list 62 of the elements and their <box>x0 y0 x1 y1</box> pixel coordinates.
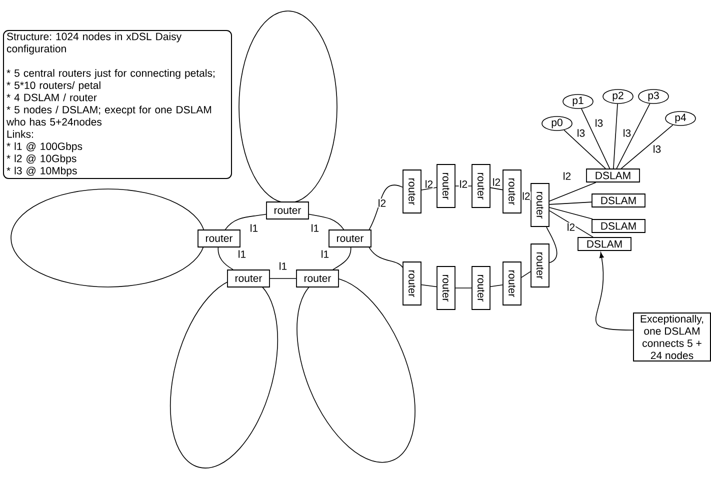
router-box: router <box>436 266 456 310</box>
edge-label: l2 <box>492 178 502 186</box>
edge-label: l2 <box>522 192 531 200</box>
link-line <box>549 207 593 220</box>
edge-label: l2 <box>562 172 572 180</box>
link-line <box>490 187 503 190</box>
router-box: router <box>530 183 550 227</box>
dslam-box: DSLAM <box>592 194 646 208</box>
link-line <box>421 284 437 288</box>
petal-ellipse <box>10 188 206 288</box>
link-line <box>549 202 592 205</box>
link-line <box>616 103 650 169</box>
petal-ellipse <box>238 10 338 204</box>
link-line <box>308 214 344 230</box>
router-box: router <box>402 262 422 306</box>
link-line <box>620 124 674 169</box>
edge-label: l1 <box>310 224 320 232</box>
edge-label: l3 <box>594 118 604 128</box>
link-line <box>332 247 352 270</box>
link-line <box>613 104 618 169</box>
router-box: router <box>472 266 490 310</box>
router-box: router <box>472 164 490 208</box>
link-line <box>368 184 403 230</box>
link-line <box>224 214 266 230</box>
link-line <box>549 210 594 238</box>
edge-label: l3 <box>622 128 632 138</box>
router-box: router <box>328 230 372 248</box>
router-box: router <box>502 262 522 306</box>
link-line <box>521 271 531 278</box>
edge-label: l3 <box>576 128 586 138</box>
router-box: router <box>296 270 339 288</box>
link-line <box>218 247 234 270</box>
edge-label: l3 <box>652 144 662 154</box>
router-box: router <box>266 202 309 220</box>
link-line <box>490 284 503 288</box>
router-box: router <box>502 170 522 214</box>
link-line <box>549 182 596 202</box>
link-line <box>270 278 296 279</box>
callout-box: Exceptionally, one DSLAM connects 5 + 24 nodes <box>633 312 711 362</box>
router-box: router <box>402 170 422 214</box>
router-box: router <box>530 244 550 288</box>
edge-label: l2 <box>424 180 434 188</box>
edge-label: l2 <box>566 222 576 232</box>
edge-label: l1 <box>278 262 288 270</box>
edge-label: l2 <box>377 198 387 208</box>
dslam-box: DSLAM <box>586 168 640 182</box>
edge-label: l1 <box>320 250 330 258</box>
arrow <box>596 252 634 331</box>
link-line <box>421 187 437 190</box>
edge-label: l1 <box>249 224 259 232</box>
note-box: Structure: 1024 nodes in xDSL Daisy configuration * 5 central routers just for connecting petals; * 5*10 routers/ petal * 4 DSLAM / router * 5 nodes / DSLAM; execpt for one DSLAM who has 5+24nodes Links: * l1 @ 100Gbps * l2 @ 10Gbps * l3 @ 10Mbps <box>3 30 232 179</box>
link-line <box>581 108 610 169</box>
edge-label: l1 <box>237 250 247 258</box>
link-line <box>368 247 403 268</box>
dslam-box: DSLAM <box>592 219 646 233</box>
router-box: router <box>227 270 270 288</box>
router-box: router <box>436 164 456 208</box>
dslam-box: DSLAM <box>578 237 632 251</box>
edge-label: l2 <box>458 180 468 188</box>
link-line <box>564 130 606 169</box>
link-line <box>546 226 558 264</box>
router-box: router <box>198 230 240 248</box>
